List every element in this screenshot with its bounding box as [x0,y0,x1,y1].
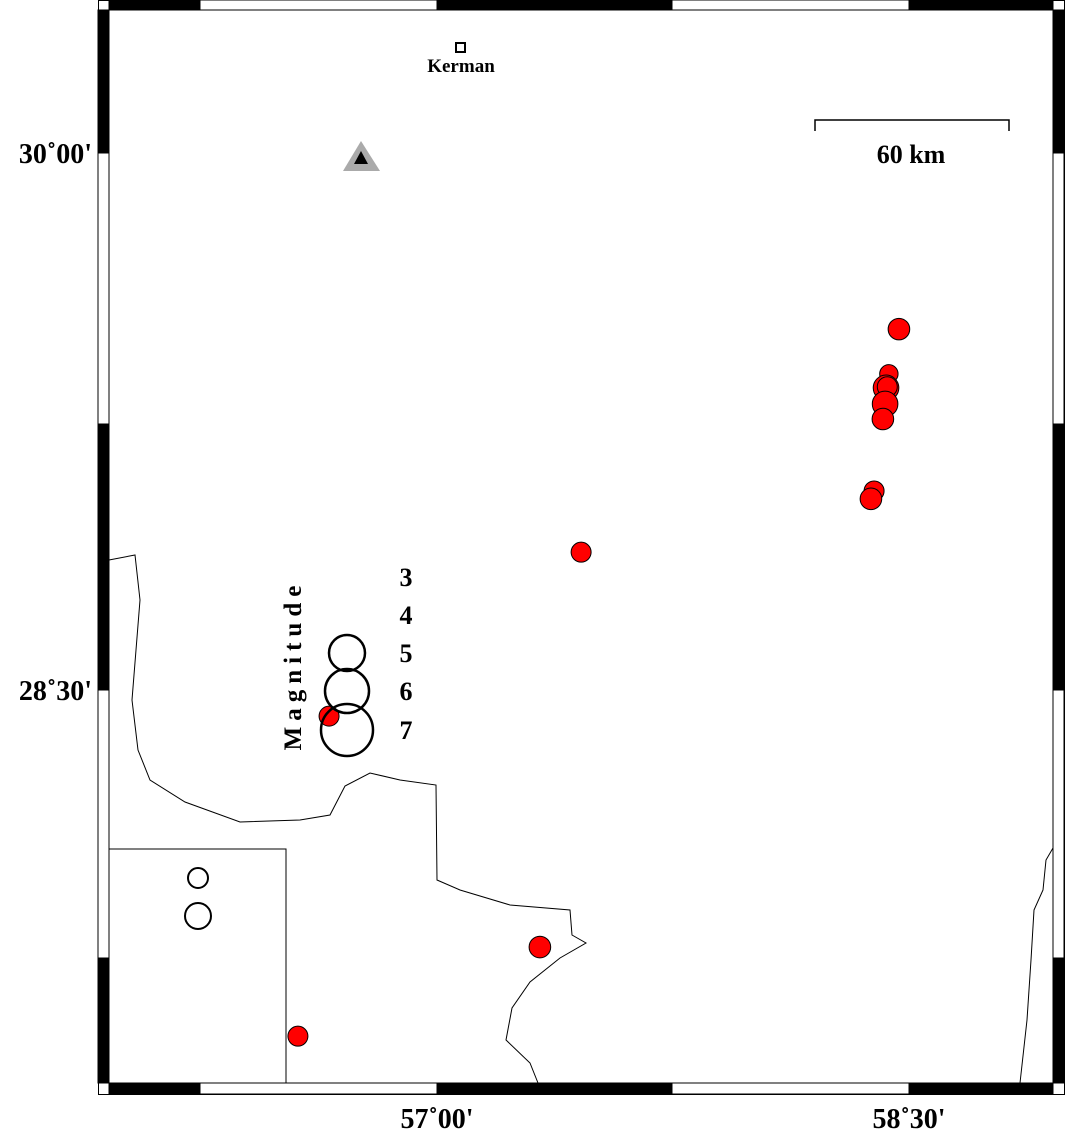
lat-tick-label: 28˚30' [19,676,92,707]
frame-segment [199,0,438,11]
inset-box [108,848,287,1084]
frame-segment [108,1082,201,1095]
city-marker-icon [455,42,466,53]
frame-segment [1052,689,1065,959]
frame-segment [1052,423,1065,691]
frame-segment [108,0,201,11]
earthquake-event [887,317,911,341]
legend-title: Magnitude [280,580,307,751]
frame-segment [436,1082,673,1095]
frame-segment [97,957,110,1084]
frame-segment [97,689,110,959]
frame-segment [1052,152,1065,425]
earthquake-event [859,487,883,511]
earthquake-event [528,935,552,959]
city-label: Kerman [427,56,495,77]
legend-label: 6 [400,677,413,706]
inset-circle [184,902,212,930]
frame-segment [671,1082,910,1095]
inset-circle [187,867,209,889]
legend-circle [327,633,367,673]
legend-label: 7 [400,716,413,745]
earthquake-event [287,1025,309,1047]
earthquake-event [318,705,340,727]
frame-segment [436,0,673,11]
frame-segment [1052,957,1065,1084]
tick-labels: 57˚00' 58˚30' 30˚00' 28˚30' [19,139,946,1134]
frame-segment [908,0,1054,11]
coastline [108,554,588,1084]
legend-circle [323,667,371,715]
legend-label: 3 [400,563,413,592]
lat-tick-label: 30˚00' [19,139,92,170]
events-layer [287,317,911,1047]
legend-label: 4 [400,601,413,630]
legend-label: 5 [400,639,413,668]
earthquake-event [570,541,592,563]
scale-bar-label: 60 km [877,140,946,169]
lon-tick-label: 58˚30' [872,1104,945,1134]
frame-segment [97,9,110,154]
volcano-triangle-inner-icon [354,151,368,164]
legend-circle [319,702,375,758]
frame-segment [1052,9,1065,154]
coastline-east [1019,847,1054,1084]
earthquake-event [871,407,895,431]
map-frame [97,0,1065,1095]
frame-segment [97,423,110,691]
frame-segment [671,0,910,11]
magnitude-legend: Magnitude 3 4 5 6 7 [280,563,413,758]
frame-segment [908,1082,1054,1095]
frame-segment [97,152,110,425]
scale-bar [814,119,1010,131]
frame-segment [199,1082,438,1095]
lon-tick-label: 57˚00' [400,1104,473,1134]
